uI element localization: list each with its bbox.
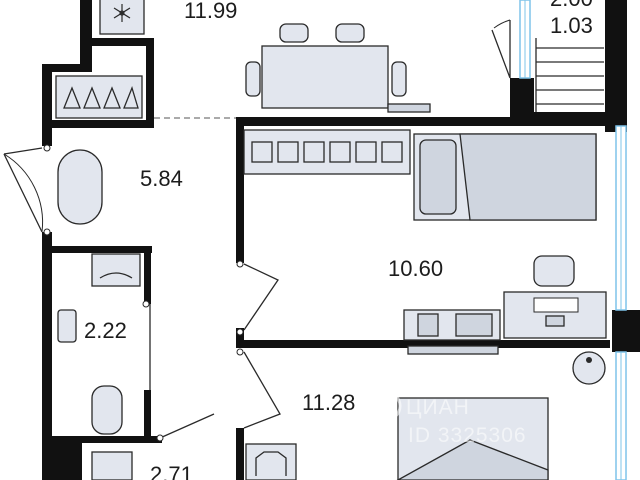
wall-toilet-left [52, 436, 82, 480]
hangers [63, 86, 139, 109]
wall-bath-right-lower [144, 390, 151, 440]
wall-balcony-left [510, 78, 534, 118]
dining-chair [279, 23, 309, 43]
windows [519, 0, 627, 480]
bathtub-sink [91, 253, 141, 287]
bedroom1-area: 10.60 [388, 256, 443, 281]
walls [42, 0, 640, 480]
door-hinge [236, 328, 244, 336]
shower-tray [57, 309, 77, 343]
wall-hall-top [42, 120, 154, 128]
toilet-bowl [91, 385, 123, 435]
entry-door [3, 147, 43, 233]
balcony-door-arc [493, 19, 511, 29]
cian-logo-icon [370, 390, 402, 422]
bathroom: 2.22 [57, 253, 151, 435]
folded-shirt [255, 451, 287, 476]
kitchen-living: 11.99 [99, 0, 431, 119]
balcony-door-swing [491, 20, 511, 79]
monitor [545, 315, 565, 327]
wall-bedroom1-left [236, 117, 244, 263]
shirt [381, 141, 403, 163]
dining-table [261, 45, 389, 109]
watermark-id: ID 3325306 [408, 424, 527, 447]
wall-bath-top [52, 246, 152, 253]
snowflake-icon [113, 4, 131, 22]
door-hinge [236, 348, 244, 356]
water-line [99, 272, 133, 279]
wall-left-upper [42, 64, 52, 146]
wardrobe-hallway [55, 75, 143, 119]
shirt [355, 141, 377, 163]
door-hinge [43, 228, 51, 236]
tv-bedroom2 [407, 345, 499, 355]
shirt [251, 141, 273, 163]
bedroom1-door [243, 263, 279, 331]
wall-left-lower [42, 232, 52, 480]
pillow [419, 139, 457, 215]
wall-bedroom1-left-lower [236, 328, 244, 348]
entry-door-arc [3, 153, 44, 233]
door-hinge [236, 260, 244, 268]
watermark: ЦИАН ID 3325306 [370, 390, 527, 447]
wall-bedroom1-top [236, 117, 616, 126]
keyboard [533, 297, 579, 313]
wall-niche-bottom [42, 64, 92, 72]
books [455, 313, 493, 337]
wall-niche-left [80, 0, 92, 64]
hallway: 5.84 [3, 75, 183, 236]
door-hinge [43, 144, 51, 152]
shirts [251, 141, 403, 163]
watermark-brand: ЦИАН [406, 396, 470, 419]
sink [91, 451, 133, 480]
wall-right-pier [612, 310, 640, 352]
bathroom-area: 2.22 [84, 318, 127, 343]
balcony-area-top: 2.00 [550, 0, 593, 11]
bedroom2-area: 11.28 [302, 390, 355, 415]
door-hinge [142, 300, 150, 308]
dresser [245, 443, 297, 480]
door-hinge [156, 434, 164, 442]
books [417, 313, 439, 337]
balcony: 2.00 1.03 [491, 0, 604, 112]
wall-balcony-bottom [510, 112, 627, 126]
shirt [303, 141, 325, 163]
corridor-door [159, 413, 215, 439]
hallway-rug [57, 149, 103, 225]
wall-niche-shelf [92, 38, 152, 46]
shirt [277, 141, 299, 163]
robot-vacuum-sensor [586, 357, 592, 363]
blanket [396, 439, 549, 480]
wall-balcony-right [605, 0, 627, 132]
dining-chair [391, 61, 407, 97]
wall-wardrobe-right [146, 38, 154, 128]
dining-chair [245, 61, 261, 97]
bedroom-2: 11.28 [156, 345, 606, 480]
blanket [459, 133, 597, 221]
toilet-area: 2.71 [150, 462, 193, 480]
desk-chair [533, 255, 575, 287]
wall-bath-bottom [52, 436, 162, 443]
robot-vacuum [572, 351, 606, 385]
wall-bedrooms-divider [236, 340, 610, 348]
tv-stand [387, 103, 431, 113]
wall-bedroom2-left [236, 428, 244, 480]
bedroom-1: 10.60 [236, 129, 607, 341]
bedroom2-door [243, 351, 281, 429]
wall-bath-right-upper [144, 246, 151, 304]
hallway-area: 5.84 [140, 166, 183, 191]
dining-chair [335, 23, 365, 43]
shirt [329, 141, 351, 163]
balcony-area: 1.03 [550, 13, 593, 38]
toilet-room: 2.71 [91, 451, 193, 480]
kitchen-area: 11.99 [184, 0, 237, 23]
